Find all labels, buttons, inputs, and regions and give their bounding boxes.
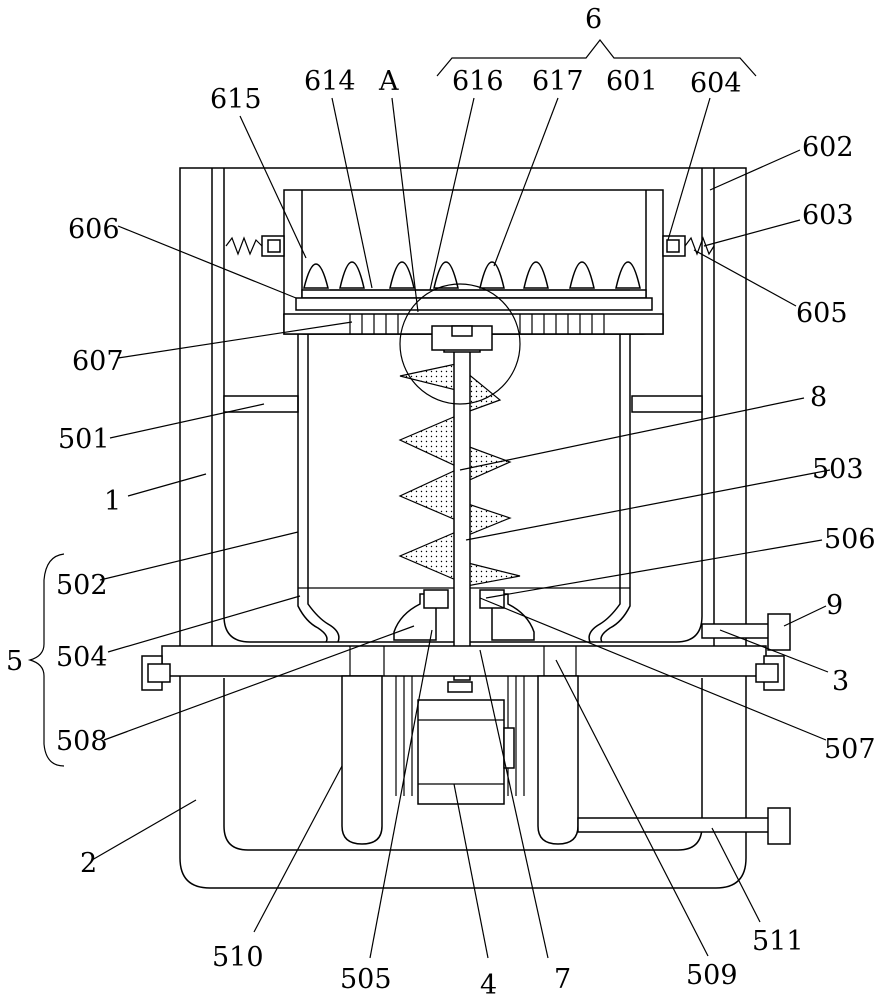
label-8: 8	[810, 382, 827, 413]
label-508: 508	[56, 726, 108, 757]
auger	[398, 325, 521, 693]
top-assembly	[225, 189, 715, 335]
label-617: 617	[532, 66, 584, 97]
label-505: 505	[340, 964, 392, 995]
label-501: 501	[58, 424, 110, 455]
label-506: 506	[824, 524, 876, 555]
label-502: 502	[56, 570, 108, 601]
label-9: 9	[826, 590, 843, 621]
label-606: 606	[68, 214, 120, 245]
label-602: 602	[802, 132, 854, 163]
label-614: 614	[304, 66, 356, 97]
reference-labels: 6 615 614 A 616 617 601 604 602 603 605 …	[6, 4, 876, 1000]
label-3: 3	[832, 666, 849, 697]
label-5: 5	[6, 646, 23, 677]
label-1: 1	[104, 486, 121, 517]
label-616: 616	[452, 66, 504, 97]
group-6-bracket	[436, 39, 757, 77]
label-6: 6	[585, 4, 602, 35]
label-605: 605	[796, 298, 848, 329]
main-cylinder	[297, 334, 631, 643]
label-601: 601	[606, 66, 658, 97]
label-607: 607	[72, 346, 124, 377]
label-a: A	[378, 66, 399, 97]
label-507: 507	[824, 734, 876, 765]
leader-lines	[27, 97, 831, 959]
label-604: 604	[690, 68, 742, 99]
label-4: 4	[480, 970, 497, 1000]
outlets	[577, 613, 791, 845]
label-511: 511	[752, 926, 804, 957]
label-615: 615	[210, 84, 262, 115]
label-509: 509	[686, 960, 738, 991]
detail-circle-a	[399, 283, 521, 405]
label-503: 503	[812, 454, 864, 485]
label-7: 7	[554, 964, 571, 995]
label-504: 504	[56, 642, 108, 673]
label-603: 603	[802, 200, 854, 231]
label-2: 2	[80, 848, 97, 879]
label-510: 510	[212, 942, 264, 973]
